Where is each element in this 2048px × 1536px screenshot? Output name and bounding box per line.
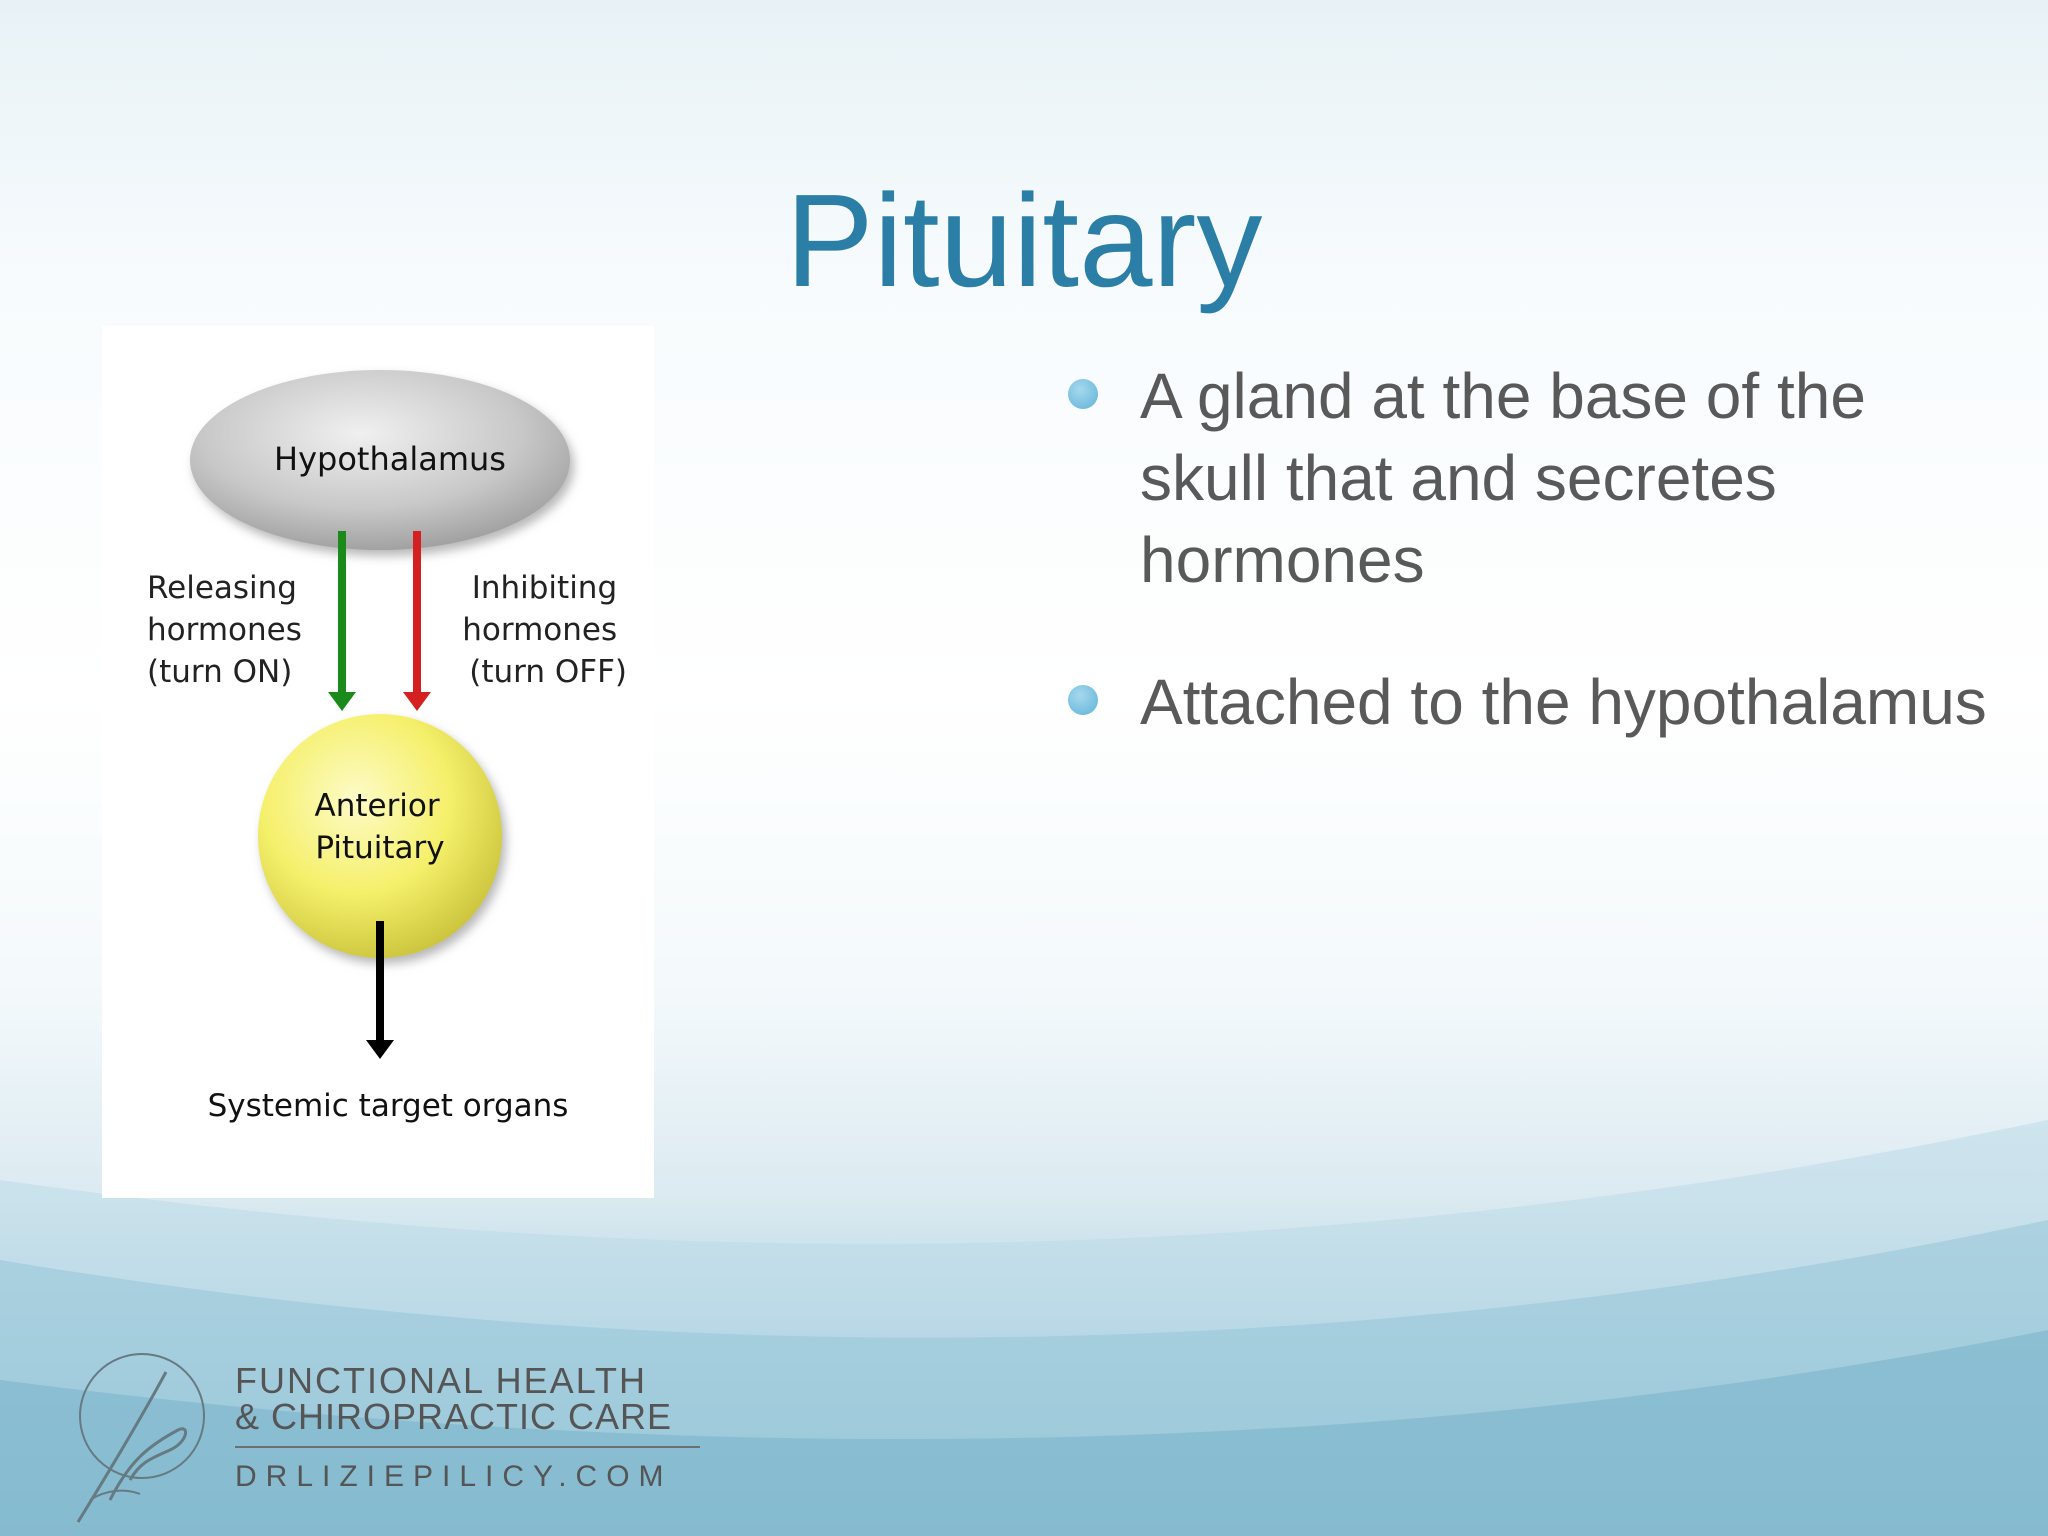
hypothalamus-label: Hypothalamus [274, 440, 506, 478]
output-arrowhead [366, 1040, 394, 1059]
brand-logo: FUNCTIONAL HEALTH & CHIROPRACTIC CARE DR… [70, 1350, 730, 1530]
releasing-label: Releasing hormones (turn ON) [147, 570, 312, 690]
logo-mark-icon [76, 1353, 205, 1523]
logo-url[interactable]: DRLIZIEPILICY.COM [235, 1460, 673, 1493]
bullet-text: Attached to the hypothalamus [1140, 666, 1987, 738]
bullet-list: A gland at the base of the skull that an… [1060, 355, 2000, 803]
releasing-arrowhead [328, 692, 356, 711]
bullet-dot-icon [1068, 379, 1098, 409]
hormone-diagram: Hypothalamus Releasing hormones (turn ON… [102, 326, 654, 1198]
bullet-item: Attached to the hypothalamus [1060, 661, 2000, 743]
logo-line-1: FUNCTIONAL HEALTH [235, 1360, 648, 1401]
anterior-pituitary-label: Anterior Pituitary [314, 788, 449, 866]
bullet-item: A gland at the base of the skull that an… [1060, 355, 2000, 601]
bullet-text: A gland at the base of the skull that an… [1140, 360, 1866, 596]
hypothalamus-node [190, 370, 570, 550]
logo-divider [235, 1446, 700, 1448]
inhibiting-label: Inhibiting hormones (turn OFF) [462, 570, 627, 690]
anterior-pituitary-node [258, 714, 502, 958]
hormone-diagram-svg: Hypothalamus Releasing hormones (turn ON… [147, 370, 627, 1124]
slide-title: Pituitary [785, 167, 1263, 314]
logo-line-2: & CHIROPRACTIC CARE [235, 1396, 673, 1437]
inhibiting-arrowhead [403, 692, 431, 711]
bullet-dot-icon [1068, 685, 1098, 715]
target-organs-label: Systemic target organs [208, 1088, 569, 1124]
